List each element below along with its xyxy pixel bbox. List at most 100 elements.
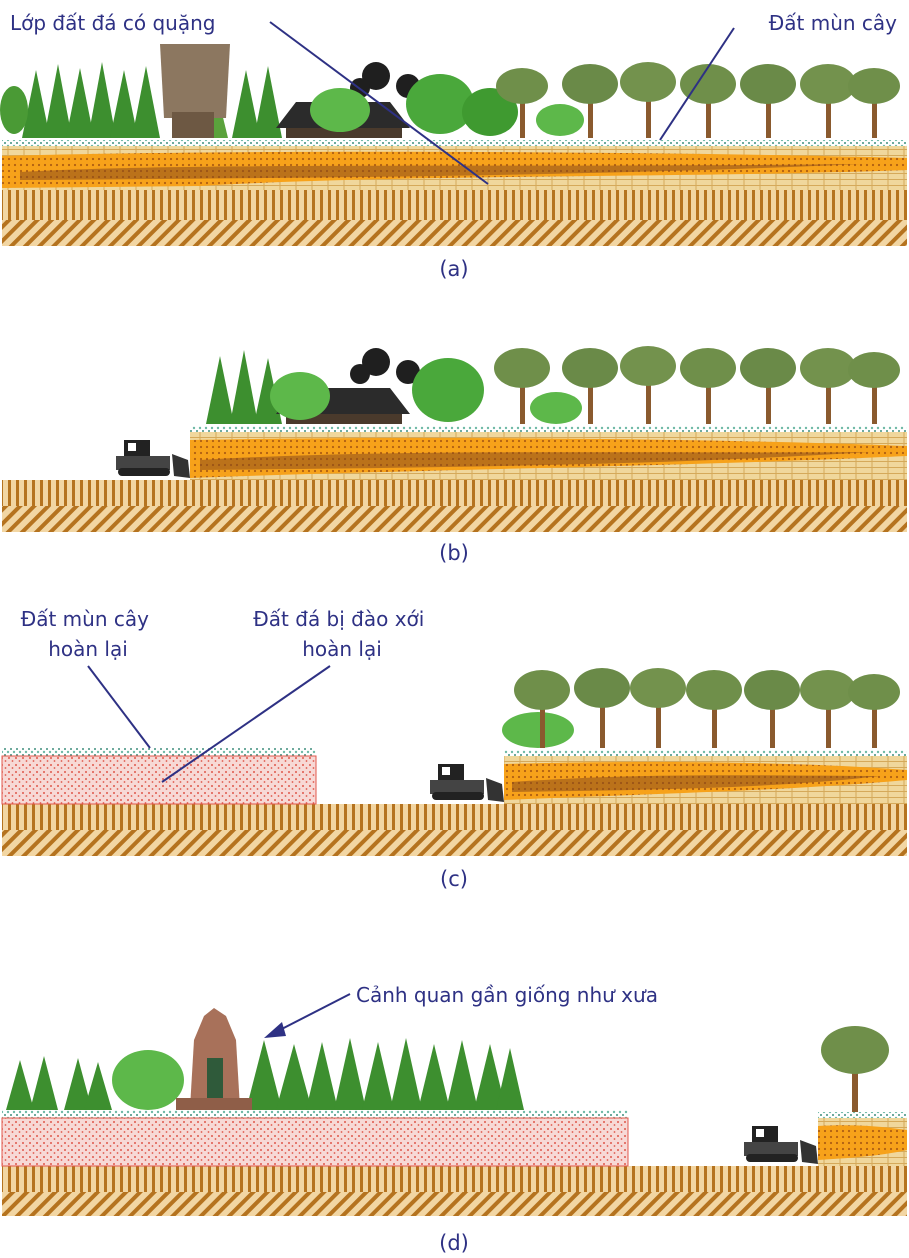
conifer-tree-icon: [22, 62, 282, 138]
palm-tree-icon: [494, 348, 550, 424]
conifer-tree-icon: [418, 1044, 450, 1110]
bedrock-layer: [2, 480, 907, 506]
pointer-restored-humus: [87, 665, 151, 749]
humus-layer: [190, 426, 907, 432]
ore-dark-streak: [200, 452, 870, 470]
panel-a: Lớp đất đá có quặng Đất mùn cây (a): [0, 11, 907, 281]
conifer-tree-icon: [84, 1062, 112, 1110]
bedrock-layer: [2, 188, 907, 220]
caption-c: (c): [440, 867, 468, 891]
broadleaf-tree-icon: [462, 88, 518, 136]
palm-tree-icon: [848, 352, 900, 424]
broadleaf-tree-icon: [412, 358, 484, 422]
conifer-tree-icon: [390, 1038, 422, 1110]
panel-d: Cảnh quan gần giống như xưa (d): [1, 983, 907, 1255]
palm-tree-icon: [620, 346, 676, 424]
broadleaf-tree-icon: [530, 392, 582, 424]
humus-layer: [504, 750, 907, 756]
panel-c: Đất mùn cây hoàn lại Đất đá bị đào xới h…: [1, 607, 907, 891]
label-restored-rock: Đất đá bị đào xới hoàn lại: [253, 607, 430, 661]
palm-tree-icon: [821, 1026, 889, 1112]
palm-tree-icon: [562, 348, 618, 424]
palm-tree-icon: [686, 670, 742, 748]
caption-d: (d): [439, 1231, 469, 1255]
forest-restored: [6, 1038, 524, 1110]
conifer-tree-icon: [230, 350, 258, 424]
bulldozer-icon: [430, 764, 504, 802]
bedrock-deep-layer: [2, 830, 907, 856]
pointer-humus: [659, 27, 735, 141]
label-ore-layer: Lớp đất đá có quặng: [10, 11, 215, 35]
palm-tree-icon: [740, 348, 796, 424]
conifer-tree-icon: [6, 1060, 34, 1110]
palm-tree-icon: [744, 670, 800, 748]
backfill-layer: [1, 755, 317, 805]
humus-layer: [818, 1112, 907, 1118]
broadleaf-cluster-mid: [310, 74, 584, 136]
bedrock-layer: [2, 804, 907, 830]
broadleaf-tree-icon: [406, 74, 474, 134]
broadleaf-tree-icon: [502, 712, 574, 748]
cham-tower-icon: [176, 1008, 252, 1110]
palm-tree-icon: [848, 674, 900, 748]
pointer-restored-rock: [161, 665, 331, 783]
palm-tree-icon: [800, 64, 856, 138]
label-landscape: Cảnh quan gần giống như xưa: [356, 983, 658, 1007]
broadleaf-tree-icon: [112, 1050, 184, 1110]
palm-grove: [496, 62, 900, 138]
humus-layer-restored: [2, 748, 316, 756]
palm-tree-icon: [514, 670, 570, 748]
conifer-tree-icon: [276, 1044, 312, 1110]
broadleaf-tree-icon: [0, 86, 28, 134]
conifer-tree-icon: [64, 1058, 92, 1110]
palm-tree-icon: [800, 670, 856, 748]
palm-tree-icon: [574, 668, 630, 748]
palm-tree-icon: [680, 64, 736, 138]
caption-b: (b): [439, 541, 469, 565]
broadleaf-tree-icon: [270, 372, 330, 420]
conifer-tree-icon: [362, 1042, 394, 1110]
bulldozer-icon: [744, 1126, 818, 1164]
palm-tree-icon: [848, 68, 900, 138]
conifer-tree-icon: [446, 1040, 478, 1110]
caption-a: (a): [439, 257, 468, 281]
broadleaf-tree-icon: [310, 88, 370, 132]
bulldozer-icon: [116, 440, 190, 478]
conifer-tree-icon: [306, 1042, 338, 1110]
bedrock-deep-layer: [2, 220, 907, 246]
ore-layer: [818, 1125, 907, 1160]
palm-group-dark: [350, 348, 420, 384]
label-restored-humus: Đất mùn cây hoàn lại: [21, 607, 156, 661]
backfill-layer: [1, 1117, 629, 1167]
forest-left: [206, 350, 282, 424]
panel-b: (b): [2, 346, 907, 565]
palm-tree-icon: [800, 348, 856, 424]
palm-grove: [494, 346, 900, 424]
pointer-landscape-arrowhead: [264, 1022, 286, 1038]
pointer-landscape: [271, 993, 351, 1035]
bedrock-deep-layer: [2, 506, 907, 532]
conifer-tree-icon: [246, 1040, 282, 1110]
palm-tree-icon: [740, 64, 796, 138]
conifer-tree-icon: [206, 356, 234, 424]
conifer-tree-icon: [496, 1048, 524, 1110]
broadleaf-tree-icon: [536, 104, 584, 136]
humus-layer-restored: [2, 1110, 628, 1118]
palm-tree-icon: [562, 64, 618, 138]
bedrock-deep-layer: [2, 1192, 907, 1216]
ore-dark-streak: [512, 775, 880, 792]
palm-tree-icon: [620, 62, 676, 138]
conifer-tree-icon: [334, 1038, 366, 1110]
humus-layer: [2, 140, 907, 146]
conifer-tree-icon: [474, 1044, 506, 1110]
bedrock-layer: [2, 1166, 907, 1192]
cham-tower-icon: [160, 44, 230, 138]
palm-tree-icon: [496, 68, 548, 138]
forest-left: [0, 62, 282, 138]
palm-tree-icon: [680, 348, 736, 424]
label-humus: Đất mùn cây: [769, 11, 897, 35]
conifer-tree-icon: [30, 1056, 58, 1110]
palm-grove: [514, 668, 900, 748]
ore-dark-streak: [20, 164, 860, 180]
